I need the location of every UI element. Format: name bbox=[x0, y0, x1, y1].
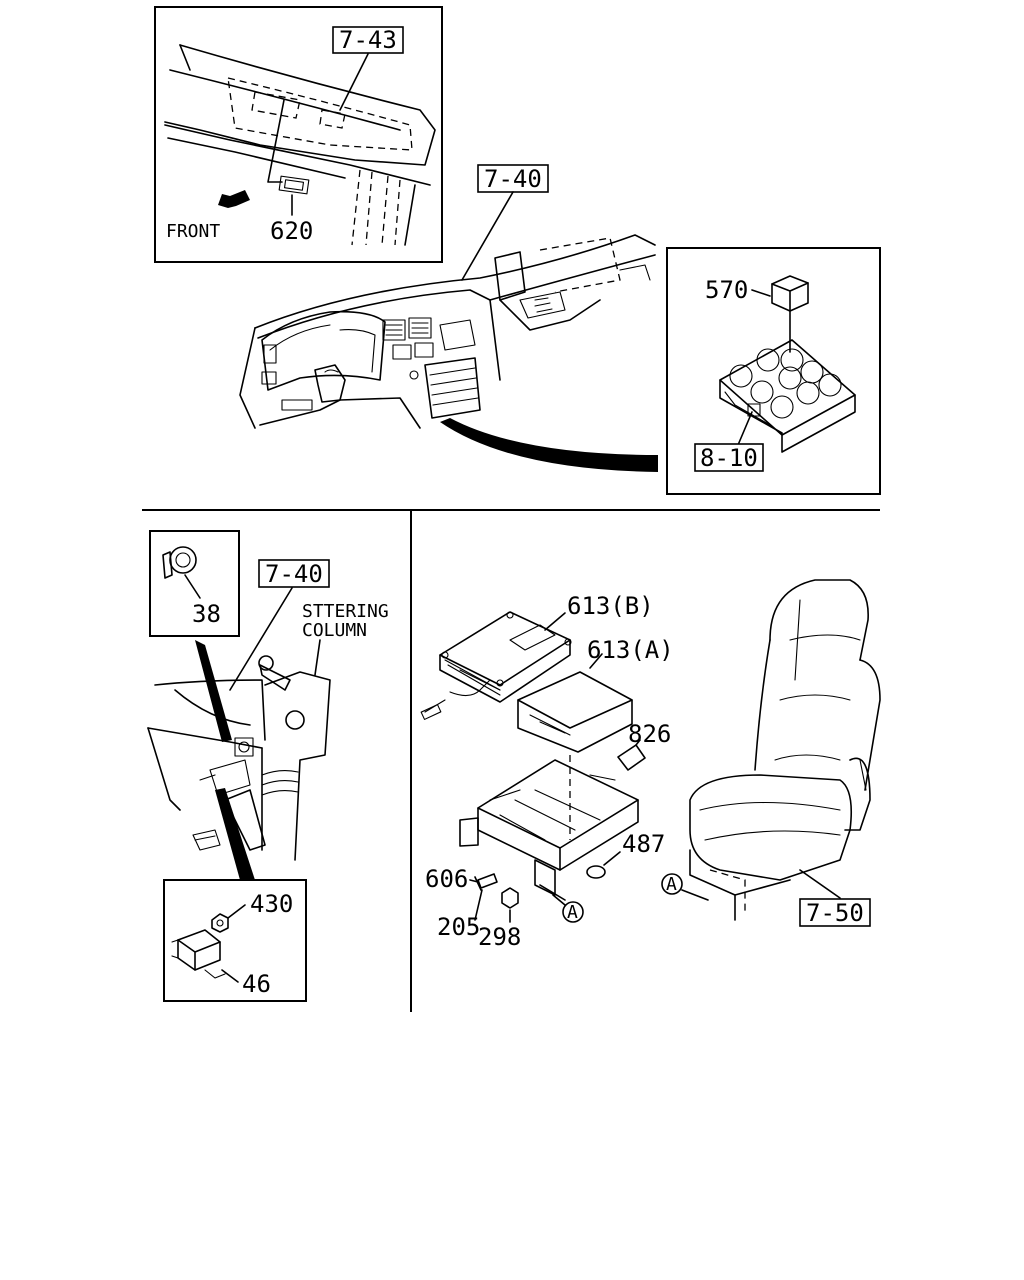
part-620-icon bbox=[278, 175, 310, 195]
steering-column-section: 38 7-40 STTERING COLUMN bbox=[147, 530, 389, 1002]
ref-7-50-label: 7-50 bbox=[806, 899, 864, 927]
marker-a-seat: A bbox=[666, 874, 677, 895]
front-arrow-icon bbox=[218, 190, 250, 208]
part-46-icon bbox=[171, 929, 226, 979]
part-826-label: 826 bbox=[628, 720, 671, 748]
part-298-label: 298 bbox=[478, 923, 521, 951]
marker-a-tray: A bbox=[567, 902, 578, 923]
ref-8-10-label: 8-10 bbox=[700, 444, 758, 472]
part-38-label: 38 bbox=[192, 600, 221, 628]
ref-8-10-box bbox=[694, 443, 764, 472]
part-430-label: 430 bbox=[250, 890, 293, 918]
seat-icon: A 7-50 bbox=[661, 579, 881, 927]
ref-7-50-box bbox=[799, 898, 871, 927]
ecu-section: 613(B) 613(A) 826 487 606 205 bbox=[420, 592, 674, 951]
ref-7-43-box bbox=[332, 26, 404, 54]
ecu-icon bbox=[439, 611, 572, 703]
relay-box-inset: 570 8-10 bbox=[666, 247, 881, 495]
part-613b-label: 613(B) bbox=[567, 592, 654, 620]
fuse-box-icon bbox=[719, 339, 856, 453]
part-430-icon bbox=[211, 913, 229, 933]
part-38-icon bbox=[162, 546, 197, 579]
part-606-label: 606 bbox=[425, 865, 468, 893]
part-205-label: 205 bbox=[437, 913, 480, 941]
ref-7-40-top-label: 7-40 bbox=[484, 165, 542, 193]
steering-label-line2: COLUMN bbox=[302, 620, 367, 641]
part-46-label: 46 bbox=[242, 970, 271, 998]
front-label: FRONT bbox=[166, 221, 220, 242]
ref-7-40-bottom-label: 7-40 bbox=[265, 560, 323, 588]
part-613a-label: 613(A) bbox=[587, 636, 674, 664]
part-570-label: 570 bbox=[705, 276, 748, 304]
part-620-label: 620 bbox=[270, 217, 313, 245]
overhead-console-inset: FRONT 620 7-43 bbox=[154, 6, 443, 263]
relay-icon bbox=[771, 275, 809, 312]
ref-7-43-label: 7-43 bbox=[339, 26, 397, 54]
dashboard: 7-40 bbox=[239, 164, 658, 472]
part-487-label: 487 bbox=[622, 830, 665, 858]
steering-label-line1: STTERING bbox=[302, 601, 389, 622]
ref-7-40-bottom-box bbox=[258, 559, 330, 588]
